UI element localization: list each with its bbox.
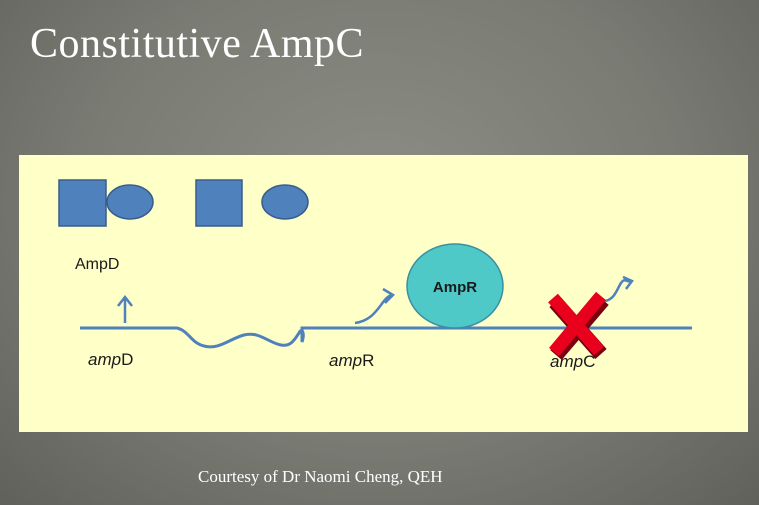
- ampr-gene-label: ampR: [329, 351, 374, 370]
- dna-strand: [80, 326, 692, 349]
- image-credit-caption: Courtesy of Dr Naomi Cheng, QEH: [198, 467, 443, 486]
- ampd-square-1: [58, 179, 107, 227]
- red-cross-icon: [548, 291, 609, 360]
- ampc-expression-arrow: [604, 275, 634, 303]
- ampr-repressor-circle: [406, 243, 504, 329]
- ampc-regulation-diagram: AmpD AmpR ampD ampR ampC: [58, 179, 692, 371]
- ampd-protein-label: AmpD: [75, 256, 119, 273]
- ampd-gene-label: ampD: [88, 350, 133, 369]
- ampd-ellipse-1: [106, 184, 154, 220]
- ampr-repressor-label: AmpR: [433, 279, 477, 296]
- diagram-panel: AmpD AmpR ampD ampR ampC: [19, 155, 748, 432]
- ampr-expression-arrow: [354, 287, 396, 325]
- ampd-expression-arrow: [117, 294, 133, 323]
- slide-title: Constitutive AmpC: [30, 21, 365, 67]
- ampd-ellipse-2: [261, 184, 309, 220]
- ampd-square-2: [195, 179, 243, 227]
